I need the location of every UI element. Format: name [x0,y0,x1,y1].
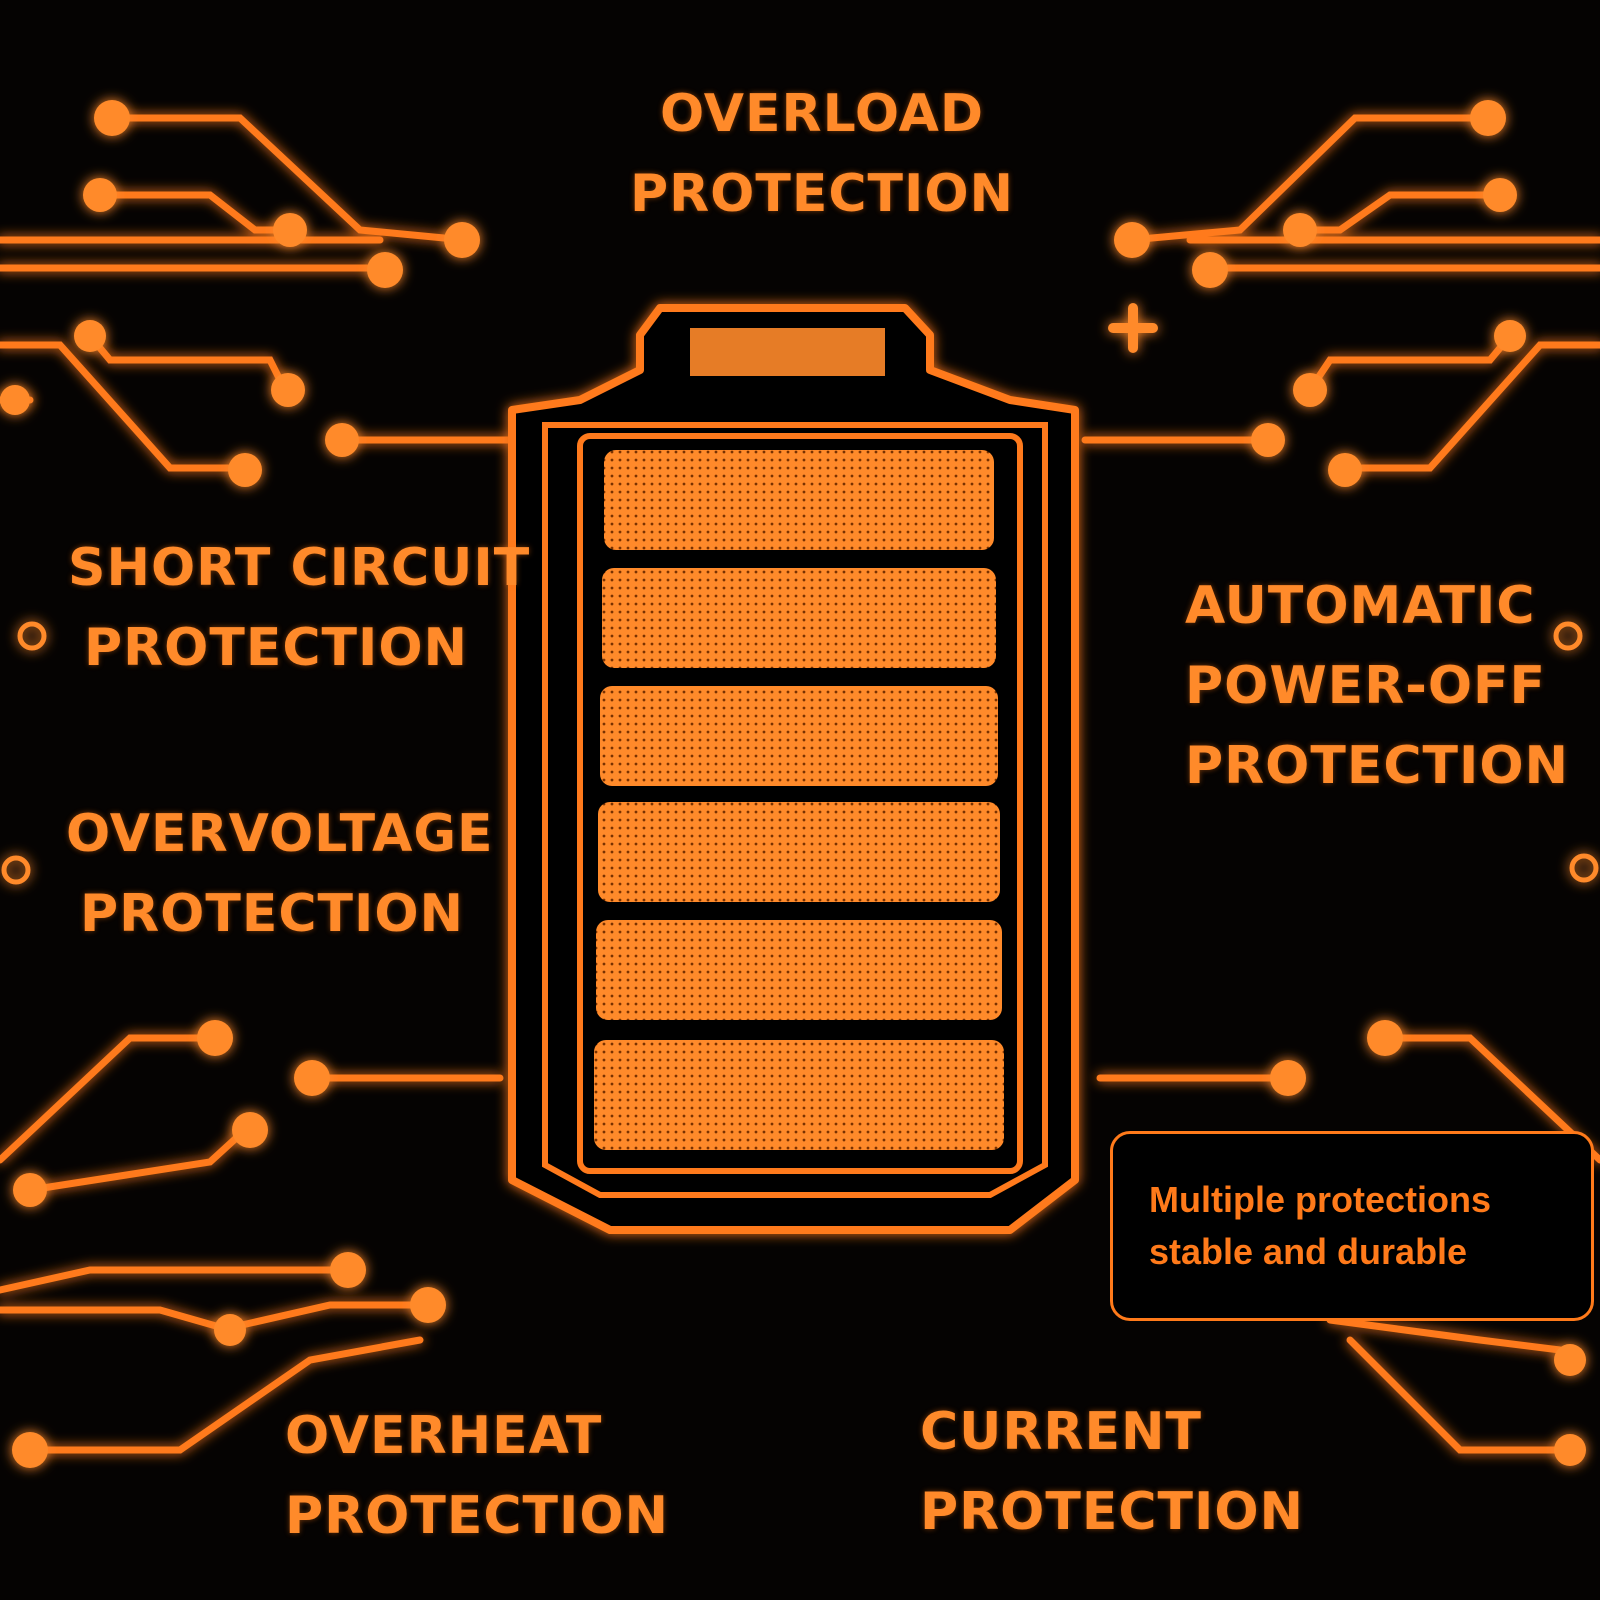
battery-level-bars [594,450,1004,1150]
overvoltage-line-2: PROTECTION [80,884,465,944]
callout-line-2: stable and durable [1149,1231,1468,1272]
circuit-traces-left [0,114,519,1454]
plus-sign-icon [1108,303,1158,353]
automatic-line-3: PROTECTION [1185,736,1570,796]
automatic-power-off-protection-label: AUTOMATIC POWER-OFF PROTECTION [1185,566,1569,806]
overheat-line-2: PROTECTION [285,1486,670,1546]
short-circuit-line-2: PROTECTION [84,618,469,678]
short-circuit-line-1: SHORT CIRCUIT [68,538,531,598]
current-protection-label: CURRENT PROTECTION [920,1392,1304,1552]
current-line-2: PROTECTION [920,1482,1305,1542]
callout-box: Multiple protections stable and durable [1110,1131,1594,1321]
current-line-1: CURRENT [920,1402,1202,1462]
overheat-line-1: OVERHEAT [285,1406,603,1466]
battery-icon [508,304,1079,1234]
overheat-protection-label: OVERHEAT PROTECTION [285,1396,669,1556]
overload-line-1: OVERLOAD [659,84,985,144]
overload-protection-label: OVERLOAD PROTECTION [630,74,1014,234]
circuit-pads-right [1114,100,1599,1466]
overvoltage-protection-label: OVERVOLTAGE PROTECTION [66,794,494,954]
automatic-line-2: POWER-OFF [1185,656,1547,716]
circuit-pads-left [0,100,480,1468]
callout-line-1: Multiple protections [1149,1179,1491,1220]
overvoltage-line-1: OVERVOLTAGE [66,804,494,864]
short-circuit-protection-label: SHORT CIRCUIT PROTECTION [68,528,530,688]
automatic-line-1: AUTOMATIC [1185,576,1536,636]
overload-line-2: PROTECTION [630,164,1015,224]
circuit-traces-right [1081,114,1600,1454]
